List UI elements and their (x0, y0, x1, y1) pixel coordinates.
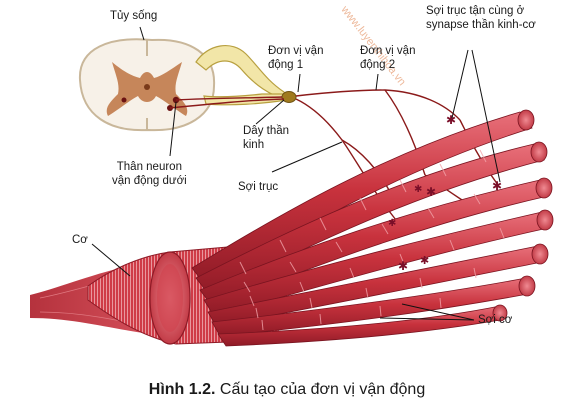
svg-text:✱: ✱ (420, 254, 429, 267)
label-motor-unit-1: Đơn vị vận động 1 (268, 45, 324, 71)
synapse-markers: ✱ ✱ ✱ ✱ ✱ ✱ ✱ (388, 113, 502, 273)
svg-text:✱: ✱ (398, 259, 408, 273)
svg-text:✱: ✱ (388, 218, 396, 229)
svg-text:✱: ✱ (446, 113, 456, 127)
label-muscle-fiber: Sợi cơ (478, 314, 513, 326)
label-spinal-cord: Tủy sống (110, 10, 158, 22)
label-nerve: Dây thần kinh (243, 125, 290, 151)
label-muscle: Cơ (72, 234, 88, 246)
label-motor-unit-2: Đơn vị vận động 2 (360, 45, 416, 71)
svg-text:✱: ✱ (426, 185, 436, 199)
caption-text: Cấu tạo của đơn vị vận động (215, 381, 426, 398)
fiber-striations (239, 149, 505, 331)
nerve-bundle (281, 91, 297, 103)
label-axon-terminal: Sợi trục tận cùng ở synapse thần kinh-cơ (426, 5, 536, 31)
figure-caption: Hình 1.2. Cấu tạo của đơn vị vận động (0, 381, 574, 399)
caption-number: Hình 1.2. (148, 381, 216, 398)
spinal-cord (78, 38, 216, 132)
svg-text:✱: ✱ (414, 184, 422, 195)
svg-text:✱: ✱ (492, 179, 502, 193)
muscle-fibers (191, 109, 554, 347)
label-motor-neuron: Thân neuron vận động dưới (112, 161, 187, 187)
leader-lines (91, 26, 501, 321)
nerve-roots (195, 45, 297, 106)
label-axon: Sợi trục (238, 181, 279, 193)
